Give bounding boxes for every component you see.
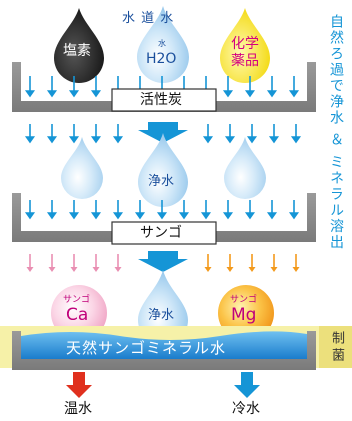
down-arrowhead (248, 267, 256, 272)
sterilize-band-label (319, 326, 352, 368)
down-arrowhead (112, 136, 124, 144)
down-arrowhead (24, 90, 36, 98)
down-arrowhead (46, 212, 58, 220)
calcium-label: Ca (66, 305, 89, 325)
magnesium-small-label: サンゴ (230, 295, 258, 305)
down-arrowhead (290, 136, 302, 144)
calcium-small-label: サンゴ (63, 295, 91, 305)
down-arrowhead (24, 212, 36, 220)
down-arrowhead (68, 136, 80, 144)
mineral-water-body (21, 331, 307, 359)
down-arrowhead (24, 136, 36, 144)
arrows-row4 (26, 254, 300, 272)
pure-drop-center (138, 133, 188, 207)
water-drop-top (137, 6, 189, 83)
h2o-label: H2O (146, 51, 177, 67)
cold-water-arrow (234, 372, 260, 398)
arrows-row2 (24, 124, 302, 144)
down-arrowhead (226, 267, 234, 272)
down-arrowhead (68, 90, 80, 98)
hot-water-arrow (66, 372, 92, 398)
down-arrowhead (70, 267, 78, 272)
down-arrowhead (270, 267, 278, 272)
funnel-arrow-1 (138, 122, 188, 143)
carbon-label-box (111, 88, 217, 112)
magnesium-label: Mg (231, 305, 257, 325)
down-arrowhead (114, 267, 122, 272)
pure-water-label-1: 浄水 (148, 174, 175, 189)
pure-drop-left (61, 137, 103, 199)
down-arrowhead (244, 90, 256, 98)
down-arrowhead (156, 212, 168, 220)
arrows-row3 (24, 200, 300, 220)
down-arrowhead (48, 267, 56, 272)
pure-water-label-2: 浄水 (148, 308, 175, 323)
mineral-water-label: 天然サンゴミネラル水 (66, 339, 227, 357)
down-arrowhead (92, 267, 100, 272)
down-arrowhead (266, 90, 278, 98)
down-arrowhead (46, 136, 58, 144)
funnel-arrow-2 (138, 251, 188, 272)
down-arrowhead (244, 212, 256, 220)
down-arrowhead (222, 90, 234, 98)
down-arrowhead (134, 212, 146, 220)
down-arrowhead (46, 90, 58, 98)
down-arrowhead (90, 136, 102, 144)
cold-water-label: 冷水 (232, 401, 260, 417)
hot-water-label: 温水 (64, 401, 92, 417)
coral-label-box (111, 221, 217, 245)
coral-label: サンゴ (140, 225, 182, 241)
h2o-small-label: 水 (158, 39, 166, 48)
down-arrowhead (266, 212, 278, 220)
down-arrowhead (112, 212, 124, 220)
down-arrowhead (204, 267, 212, 272)
down-arrowhead (178, 212, 190, 220)
down-arrowhead (246, 136, 258, 144)
down-arrowhead (288, 212, 300, 220)
tap-water-title: 水 道 水 (122, 11, 175, 26)
down-arrowhead (222, 212, 234, 220)
carbon-label: 活性炭 (140, 92, 182, 108)
down-arrowhead (224, 136, 236, 144)
chlorine-drop (54, 8, 104, 83)
mineral-water-tank (12, 331, 316, 370)
down-arrowhead (90, 212, 102, 220)
chemical-label: 化学 薬品 (231, 36, 259, 69)
chlorine-label: 塩素 (63, 43, 91, 59)
down-arrowhead (200, 212, 212, 220)
down-arrowhead (90, 90, 102, 98)
down-arrowhead (202, 136, 214, 144)
down-arrowhead (68, 212, 80, 220)
chemical-drop (220, 8, 270, 83)
down-arrowhead (268, 136, 280, 144)
down-arrowhead (292, 267, 300, 272)
down-arrowhead (288, 90, 300, 98)
pure-drop-right (224, 137, 266, 199)
sterilize-label: 制菌 (329, 331, 344, 365)
down-arrowhead (26, 267, 34, 272)
side-title: 自然ろ過で浄水 ＆ ミネラル溶出 (328, 14, 344, 251)
